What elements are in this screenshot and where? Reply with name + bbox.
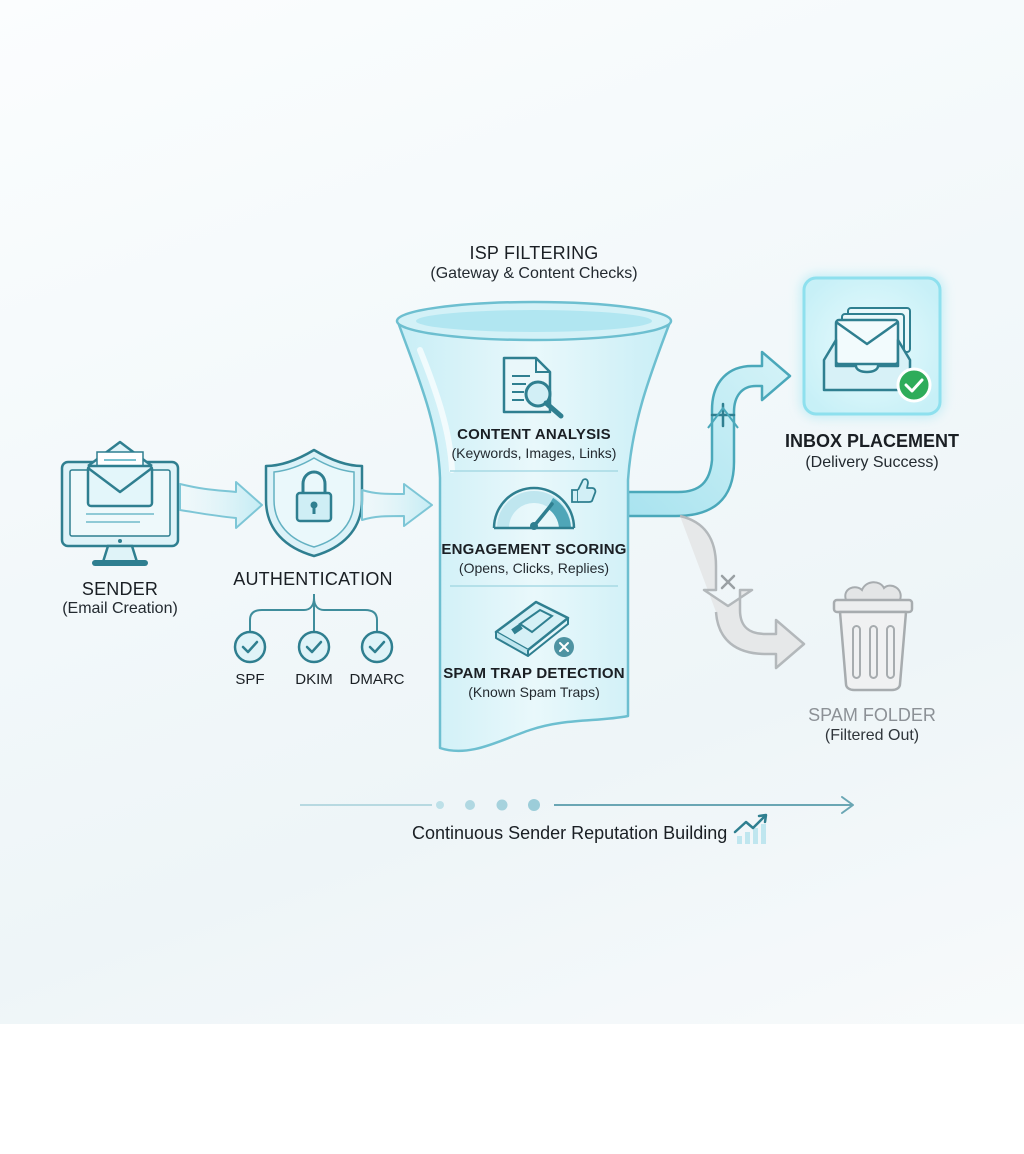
- isp-funnel: [395, 300, 673, 753]
- document-search-icon: [502, 356, 564, 419]
- dmarc-label: DMARC: [349, 671, 405, 688]
- content-analysis-title: CONTENT ANALYSIS: [457, 426, 611, 443]
- trash-can-icon: [832, 581, 914, 692]
- content-analysis-subtitle: (Keywords, Images, Links): [451, 445, 617, 461]
- sender-subtitle: (Email Creation): [62, 600, 178, 617]
- shield-lock-icon: [264, 448, 364, 558]
- envelope-icon: [86, 440, 154, 508]
- dkim-check-icon: [297, 630, 331, 664]
- reputation-label: Continuous Sender Reputation Building: [412, 823, 728, 843]
- arrow-up-chevron: [707, 406, 739, 429]
- authentication-title: AUTHENTICATION: [233, 569, 393, 589]
- spam-trap-subtitle: (Known Spam Traps): [468, 684, 600, 700]
- isp-subtitle: (Gateway & Content Checks): [430, 265, 638, 282]
- sender-title: SENDER: [81, 579, 159, 599]
- inbox-subtitle: (Delivery Success): [805, 454, 939, 471]
- engagement-scoring-title: ENGAGEMENT SCORING: [441, 541, 627, 558]
- engagement-scoring-subtitle: (Opens, Clicks, Replies): [458, 560, 610, 576]
- reputation-line: [300, 796, 854, 814]
- dkim-label: DKIM: [295, 671, 333, 688]
- auth-tree-connector: [249, 594, 378, 632]
- arrow-auth-to-funnel: [361, 483, 433, 527]
- inbox-tray-icon: [822, 307, 912, 392]
- trend-chart-icon: [733, 813, 768, 844]
- spf-label: SPF: [235, 671, 265, 688]
- spam-subtitle: (Filtered Out): [824, 727, 920, 744]
- success-check-icon: [896, 367, 932, 403]
- gauge-icon: [492, 486, 576, 530]
- isp-title: ISP FILTERING: [469, 243, 599, 263]
- spam-trap-title: SPAM TRAP DETECTION: [443, 665, 625, 682]
- thumbs-up-icon: [571, 478, 597, 503]
- arrow-sender-to-auth: [179, 481, 263, 529]
- dmarc-check-icon: [360, 630, 394, 664]
- spf-check-icon: [233, 630, 267, 664]
- arrow-to-spam: [679, 514, 806, 670]
- cross-icon: [720, 574, 736, 590]
- spam-title: SPAM FOLDER: [808, 705, 936, 725]
- spam-trap-icon: [494, 600, 574, 657]
- inbox-title: INBOX PLACEMENT: [784, 431, 960, 451]
- arrow-to-inbox: [626, 350, 792, 518]
